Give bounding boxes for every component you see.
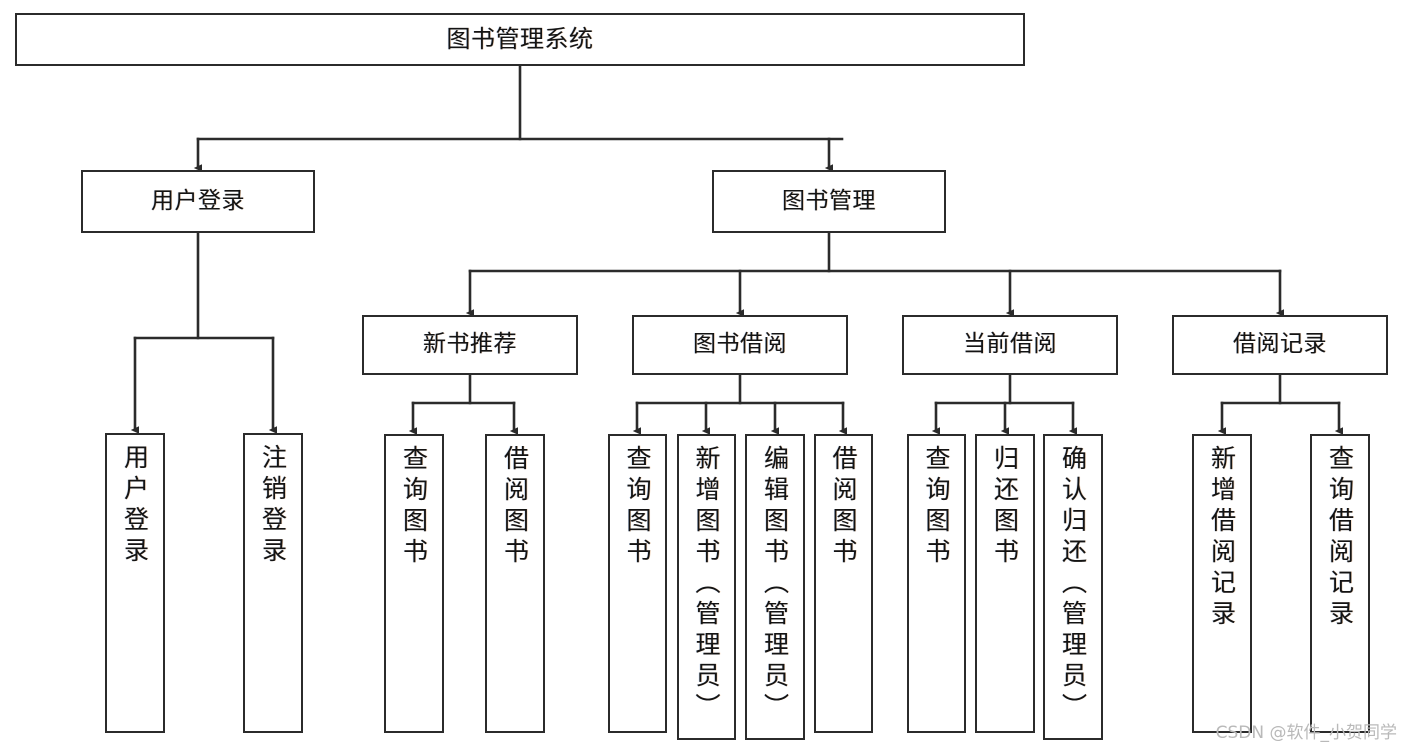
node-book-management[interactable]: 图书管理 (712, 170, 946, 233)
node-label: 图书管理系统 (446, 25, 594, 54)
node-label: 新增图书（管理员） (692, 445, 721, 724)
node-label: 编辑图书（管理员） (760, 445, 790, 724)
node-label: 新增借阅记录 (1207, 445, 1237, 631)
node-label: 用户登录 (151, 187, 245, 214)
node-root-book-management-system[interactable]: 图书管理系统 (15, 13, 1025, 66)
node-label: 借阅图书 (829, 445, 858, 569)
node-user-login[interactable]: 用户登录 (81, 170, 315, 233)
node-leaf-return-book[interactable]: 归还图书 (975, 434, 1035, 733)
node-leaf-borrow-book-recommendation[interactable]: 借阅图书 (485, 434, 545, 733)
node-leaf-confirm-return-admin[interactable]: 确认归还（管理员） (1043, 434, 1103, 740)
node-leaf-query-book-borrowing[interactable]: 查询图书 (608, 434, 667, 733)
node-new-book-recommendation[interactable]: 新书推荐 (362, 315, 578, 375)
node-leaf-query-book-recommendation[interactable]: 查询图书 (384, 434, 444, 733)
node-label: 借阅记录 (1233, 331, 1327, 358)
node-label: 图书管理 (782, 187, 876, 214)
node-label: 新书推荐 (423, 331, 517, 358)
node-borrowing-record[interactable]: 借阅记录 (1172, 315, 1388, 375)
node-label: 当前借阅 (963, 331, 1057, 358)
node-label: 查询借阅记录 (1325, 445, 1355, 631)
node-leaf-add-book-admin[interactable]: 新增图书（管理员） (677, 434, 736, 740)
node-label: 确认归还（管理员） (1058, 445, 1088, 724)
node-label: 注销登录 (258, 444, 288, 568)
node-leaf-borrow-book-borrowing[interactable]: 借阅图书 (814, 434, 873, 733)
node-book-borrowing[interactable]: 图书借阅 (632, 315, 848, 375)
node-leaf-edit-book-admin[interactable]: 编辑图书（管理员） (745, 434, 805, 740)
node-leaf-add-borrow-record[interactable]: 新增借阅记录 (1192, 434, 1252, 733)
node-leaf-query-borrow-record[interactable]: 查询借阅记录 (1310, 434, 1370, 733)
node-label: 查询图书 (922, 445, 951, 569)
node-label: 查询图书 (623, 445, 652, 569)
node-label: 归还图书 (990, 445, 1020, 569)
node-leaf-user-login[interactable]: 用户登录 (105, 433, 165, 733)
node-label: 用户登录 (120, 444, 150, 568)
node-label: 查询图书 (399, 445, 429, 569)
node-leaf-query-book-current[interactable]: 查询图书 (907, 434, 966, 733)
node-current-borrowing[interactable]: 当前借阅 (902, 315, 1118, 375)
node-label: 借阅图书 (500, 445, 530, 569)
node-leaf-logout[interactable]: 注销登录 (243, 433, 303, 733)
node-label: 图书借阅 (693, 331, 787, 358)
